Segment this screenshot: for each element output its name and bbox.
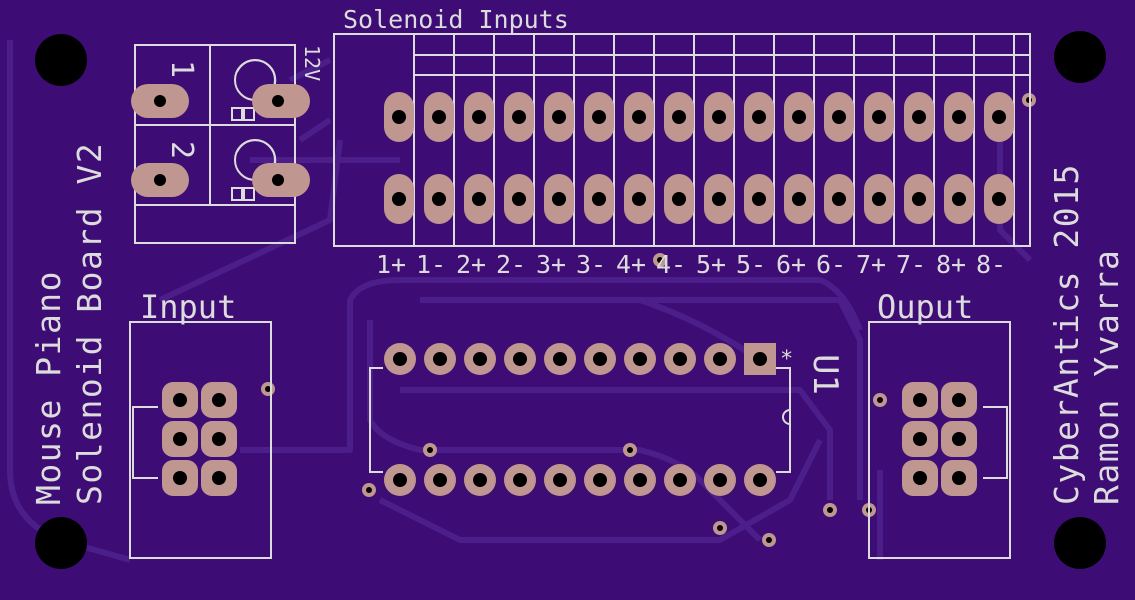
solenoid-pin-label: 8+ — [936, 250, 966, 279]
solenoid-pin-label: 6- — [816, 250, 846, 279]
solenoid-pin-label: 7+ — [856, 250, 886, 279]
ic-pin1-marker: * — [780, 347, 793, 372]
power-label-2: 2 — [164, 141, 199, 159]
copper-traces — [7, 40, 1033, 563]
solenoid-inputs-connector — [333, 33, 1031, 247]
power-pads — [131, 84, 310, 197]
ic-pins — [384, 343, 776, 496]
mounting-hole-bottom-right — [1054, 517, 1106, 569]
solenoid-pin-label: 3- — [576, 250, 606, 279]
power-label-1: 1 — [164, 60, 199, 78]
solenoid-inputs-title: Solenoid Inputs — [343, 5, 569, 34]
solenoid-pin-label: 6+ — [776, 250, 806, 279]
output-header — [868, 321, 1011, 559]
solenoid-pin-label: 4- — [656, 250, 686, 279]
ic-designator: U1 — [805, 354, 845, 395]
side-title-line-2: Solenoid Board V2 — [70, 142, 109, 505]
solenoid-pin-labels: 1+ 1- 2+ 2- 3+ 3- 4+ 4- 5+ 5- 6+ 6- 7+ 7- 8+ 8- — [376, 250, 1006, 279]
mounting-hole-top-right — [1054, 31, 1106, 83]
credit-line-1: CyberAntics 2015 — [1047, 163, 1086, 505]
ic-outline — [369, 367, 791, 473]
input-header-pins — [162, 382, 237, 496]
solenoid-pin-label: 5- — [736, 250, 766, 279]
solenoid-pin-label: 1- — [416, 250, 446, 279]
mounting-hole-bottom-left — [35, 517, 87, 569]
side-title-line-1: Mouse Piano — [29, 270, 68, 505]
solenoid-pin-label: 7- — [896, 250, 926, 279]
solenoid-pin-label: 2+ — [456, 250, 486, 279]
solenoid-pin-label: 1+ — [376, 250, 406, 279]
mounting-holes — [35, 31, 1106, 569]
solenoid-pin-label: 4+ — [616, 250, 646, 279]
credit-line-2: Ramon Yvarra — [1087, 249, 1126, 505]
output-header-pins — [902, 382, 977, 496]
solenoid-pin-label: 5+ — [696, 250, 726, 279]
voltage-label: 12V — [300, 45, 324, 81]
input-header-title: Input — [140, 288, 236, 326]
solenoid-pin-label: 2- — [496, 250, 526, 279]
output-header-title: Ouput — [877, 288, 973, 326]
mounting-hole-top-left — [35, 34, 87, 86]
solenoid-pin-label: 3+ — [536, 250, 566, 279]
input-header — [129, 321, 272, 559]
solenoid-pin-label: 8- — [976, 250, 1006, 279]
